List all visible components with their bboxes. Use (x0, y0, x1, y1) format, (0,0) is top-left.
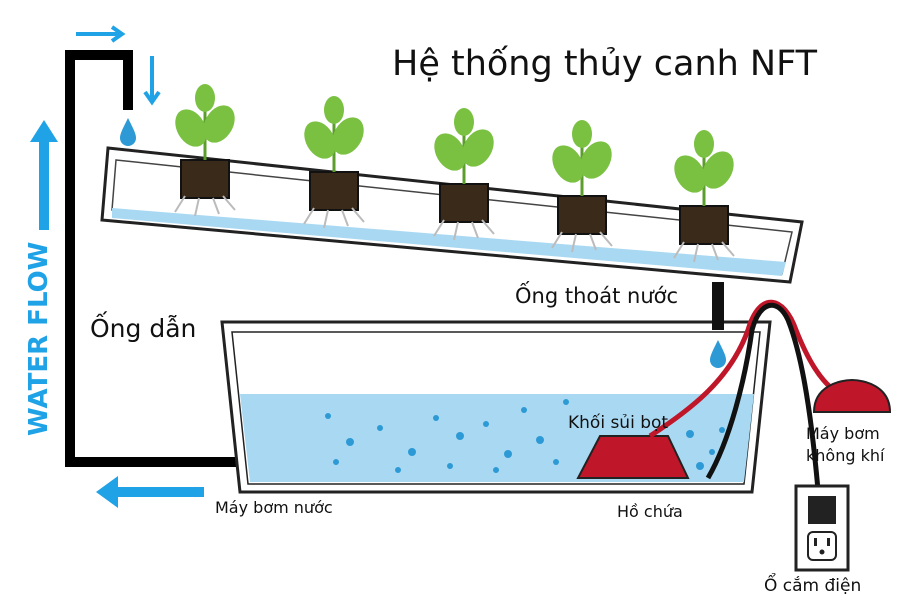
air-bubbles (325, 399, 725, 473)
label-water-flow: WATER FLOW (24, 241, 54, 436)
label-air-stone: Khối sủi bọt (568, 413, 669, 433)
arrow-up-icon (30, 120, 58, 230)
drain-pipe (712, 282, 724, 330)
delivery-pipe (65, 50, 278, 467)
air-stone (576, 435, 690, 479)
diagram-title: Hệ thống thủy canh NFT (392, 44, 818, 84)
air-tube-black (705, 302, 821, 491)
plant-icon (174, 84, 236, 217)
plant-icon (673, 130, 735, 263)
label-air-pump-line1: Máy bơm (806, 424, 880, 443)
plants (174, 84, 735, 263)
label-delivery-pipe: Ống dẫn (90, 314, 197, 343)
channel-water (112, 208, 786, 276)
reservoir-inner (231, 331, 761, 485)
label-drain-pipe: Ống thoát nước (515, 284, 679, 308)
water-drop-icon (710, 340, 726, 368)
label-water-pump: Máy bơm nước (215, 498, 333, 517)
plant-icon (433, 108, 495, 241)
plant-icon (303, 96, 365, 229)
label-outlet: Ổ cắm điện (764, 576, 862, 596)
air-pump (812, 378, 892, 413)
air-tube-red (648, 299, 838, 439)
arrow-down-icon (143, 56, 161, 106)
label-air-pump: Máy bơm không khí (806, 423, 884, 467)
water-drop-icon (120, 118, 136, 146)
plant-icon (551, 120, 613, 253)
arrow-left-icon (96, 476, 204, 508)
label-reservoir: Hồ chứa (617, 502, 683, 521)
label-air-pump-line2: không khí (806, 446, 885, 465)
outlet-icon (794, 484, 850, 572)
arrow-right-icon (76, 25, 126, 43)
